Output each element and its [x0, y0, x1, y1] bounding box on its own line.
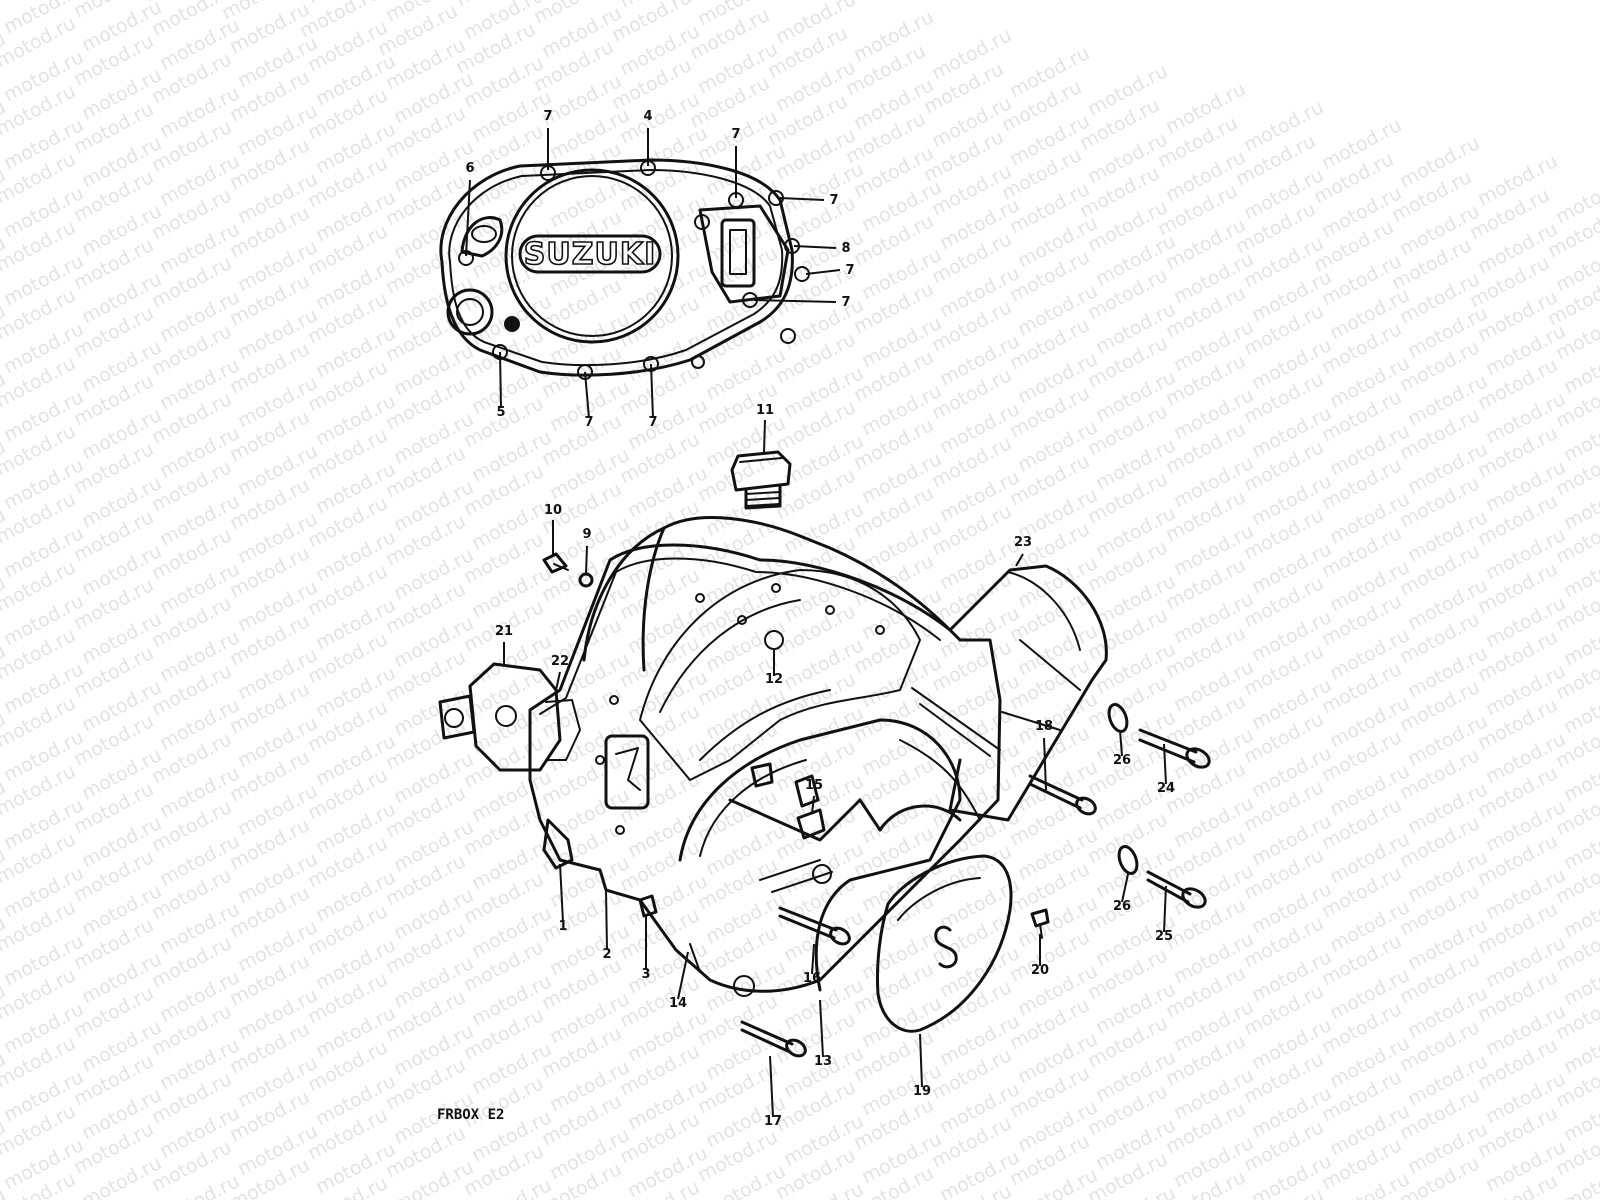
callout-label: 2: [602, 947, 611, 962]
callout-label: 23: [1014, 535, 1032, 550]
callout-label: 17: [764, 1114, 782, 1129]
callout-label: 4: [643, 109, 652, 124]
callout-label: 26: [1113, 753, 1131, 768]
leader-line: [605, 889, 608, 951]
callout-label: 20: [1031, 963, 1049, 978]
callout-label: 26: [1113, 899, 1131, 914]
leader-line: [585, 545, 588, 575]
callout-label: 7: [845, 263, 854, 278]
callout-label: 6: [465, 161, 474, 176]
callout-label: 21: [495, 624, 513, 639]
diagram-code: FRBOX E2: [437, 1107, 504, 1123]
callout-label: 7: [731, 127, 740, 142]
suzuki-logo: SUZUKI: [524, 237, 657, 272]
callout-label: 11: [756, 403, 774, 418]
callout-label: 18: [1035, 719, 1053, 734]
leader-line: [763, 419, 766, 453]
callout-label: 5: [496, 405, 505, 420]
leader-line: [499, 351, 502, 409]
callout-label: 19: [913, 1084, 931, 1099]
callout-label: 1: [558, 919, 567, 934]
callout-label: 15: [805, 778, 823, 793]
callout-label: 7: [841, 295, 850, 310]
callout-label: 25: [1155, 929, 1173, 944]
callout-label: 8: [841, 241, 850, 256]
callout-label: 7: [648, 415, 657, 430]
callout-label: 16: [803, 971, 821, 986]
callout-label: 3: [641, 967, 650, 982]
callout-label: 12: [765, 672, 783, 687]
callout-label: 7: [543, 109, 552, 124]
callout-label: 7: [584, 415, 593, 430]
callout-label: 24: [1157, 781, 1175, 796]
callout-label: 22: [551, 654, 569, 669]
callout-label: 13: [814, 1054, 832, 1069]
callout-label: 14: [669, 996, 687, 1011]
callout-label: 7: [829, 193, 838, 208]
callout-label: 10: [544, 503, 562, 518]
callout-label: 9: [582, 527, 591, 542]
